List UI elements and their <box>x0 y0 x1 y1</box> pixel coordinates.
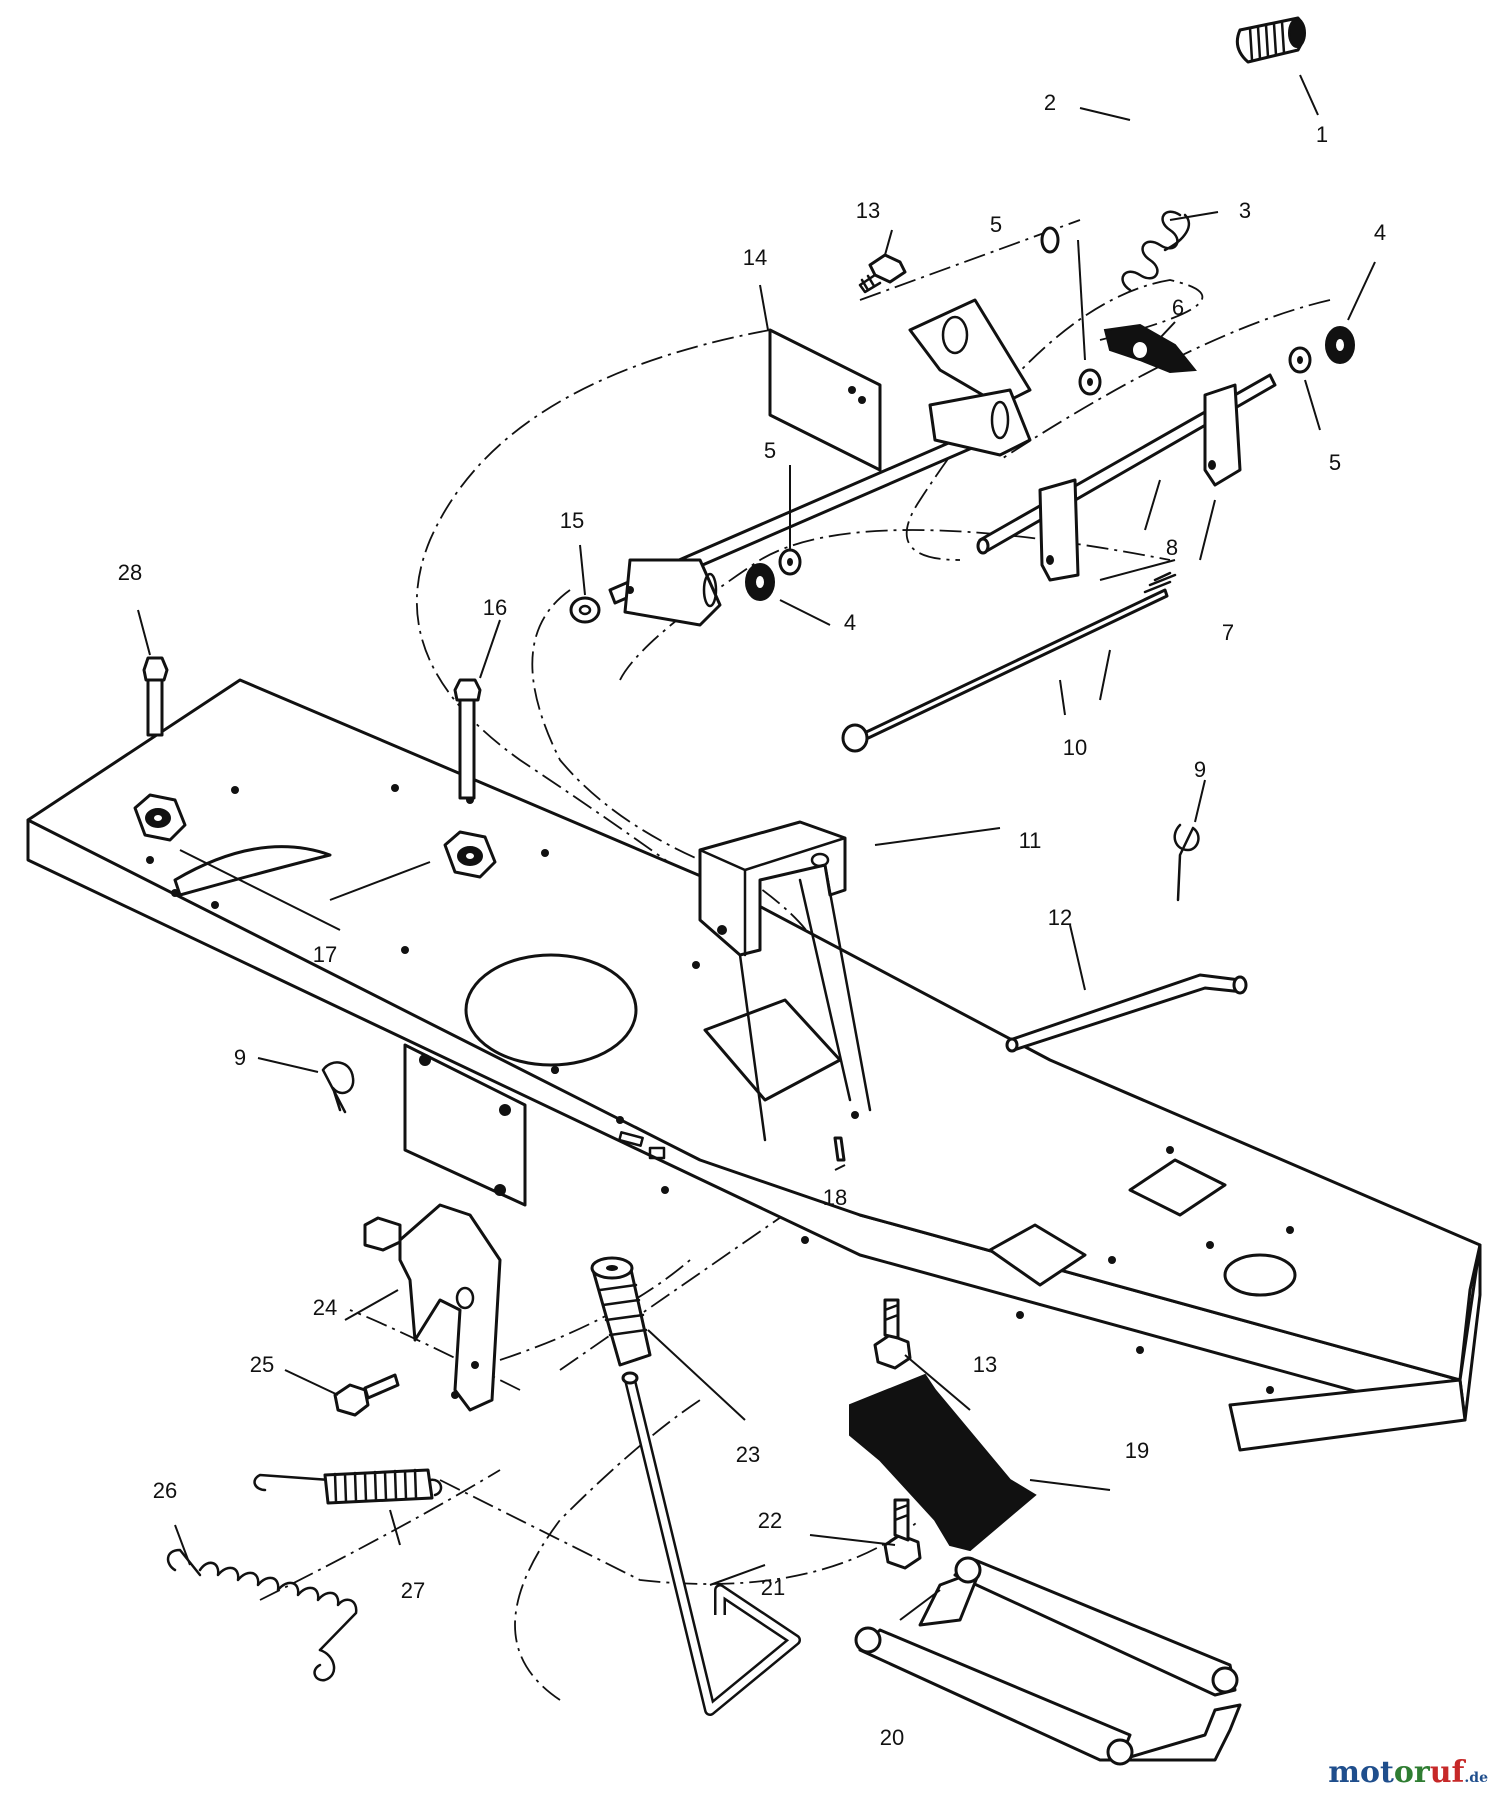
callout-24: 24 <box>313 1295 337 1320</box>
callout-26: 26 <box>153 1478 177 1503</box>
main-frame <box>26 678 1482 1452</box>
callout-22: 22 <box>758 1508 782 1533</box>
callout-17: 17 <box>313 942 337 967</box>
part-27-spring <box>253 1468 443 1505</box>
callout-1: 1 <box>1316 122 1328 147</box>
part-23-pedal-grip <box>590 1256 652 1367</box>
part-5-washer-b <box>1288 346 1312 374</box>
callout-9-left: 9 <box>234 1045 246 1070</box>
callout-5-upper-left: 5 <box>990 212 1002 237</box>
part-16-bolt <box>453 678 482 800</box>
callout-labels: 1 2 3 4 4 5 5 5 6 7 7 8 9 9 10 11 12 13 … <box>118 90 1386 1750</box>
callout-7-upper: 7 <box>1222 620 1234 645</box>
callout-5-lower: 5 <box>764 438 776 463</box>
callout-13-upper: 13 <box>856 198 880 223</box>
part-17-nut-right <box>443 830 497 879</box>
part-9-hairpin-clip-right <box>1173 823 1200 902</box>
callout-14: 14 <box>743 245 767 270</box>
part-14-shaft-assembly <box>608 298 1032 627</box>
callout-8: 8 <box>1166 535 1178 560</box>
callout-9-right: 9 <box>1194 757 1206 782</box>
callout-10: 10 <box>1063 735 1087 760</box>
callout-2: 2 <box>1044 90 1056 115</box>
part-5-washer-c <box>778 548 802 576</box>
callout-12: 12 <box>1048 905 1072 930</box>
bracket-guide-lines <box>738 863 872 1142</box>
part-21-brake-pedal-rod <box>621 1371 801 1716</box>
callout-27: 27 <box>401 1578 425 1603</box>
callout-3: 3 <box>1239 198 1251 223</box>
part-13-bolt-upper <box>858 253 907 294</box>
callout-13-lower: 13 <box>973 1352 997 1377</box>
assembly-guide-lines <box>259 219 1331 1701</box>
part-4-rubber-washer-lower <box>745 563 775 601</box>
callout-28: 28 <box>118 560 142 585</box>
part-20-pedal-linkage <box>854 1556 1242 1766</box>
part-18-pin <box>833 1136 846 1162</box>
part-25-bolt <box>333 1373 400 1417</box>
side-bracket <box>403 1043 527 1207</box>
part-6-wing-nut <box>1103 323 1197 374</box>
part-26-spring <box>166 1548 358 1682</box>
part-2-lift-lever <box>1040 47 1211 254</box>
part-3-spring <box>1121 210 1191 292</box>
callout-4-lower: 4 <box>844 610 856 635</box>
callout-6: 6 <box>1172 295 1184 320</box>
callout-25: 25 <box>250 1352 274 1377</box>
callout-20: 20 <box>880 1725 904 1750</box>
callout-15: 15 <box>560 508 584 533</box>
leader-lines <box>137 74 1376 1621</box>
part-17-nut-left <box>133 793 187 842</box>
part-10-rod <box>841 571 1177 753</box>
part-7-link-bracket-lower <box>1038 478 1080 582</box>
part-15-washer <box>569 596 601 624</box>
callout-11: 11 <box>1019 828 1042 853</box>
part-24-brake-bracket <box>363 1203 502 1412</box>
callout-23: 23 <box>736 1442 760 1467</box>
callout-4-upper: 4 <box>1374 220 1386 245</box>
part-7-link-bracket-upper <box>1203 383 1242 487</box>
part-19-pedal-pad <box>849 1373 1037 1552</box>
part-12-rod <box>1005 973 1248 1053</box>
part-13-bolt-lower <box>873 1298 912 1370</box>
callout-16: 16 <box>483 595 507 620</box>
part-22-bolt <box>883 1498 922 1570</box>
callout-5-right: 5 <box>1329 450 1341 475</box>
part-9-hairpin-clip-left <box>321 1061 355 1114</box>
callout-19: 19 <box>1125 1438 1149 1463</box>
part-4-rubber-washer-upper <box>1325 326 1355 364</box>
motoruf-watermark-logo: motoruf.de <box>1328 1755 1488 1790</box>
callout-18: 18 <box>823 1185 847 1210</box>
part-5-washer-a <box>1078 368 1102 396</box>
part-28-bolt <box>142 656 169 737</box>
part-1-grip <box>1235 16 1306 64</box>
callout-21: 21 <box>761 1575 785 1600</box>
